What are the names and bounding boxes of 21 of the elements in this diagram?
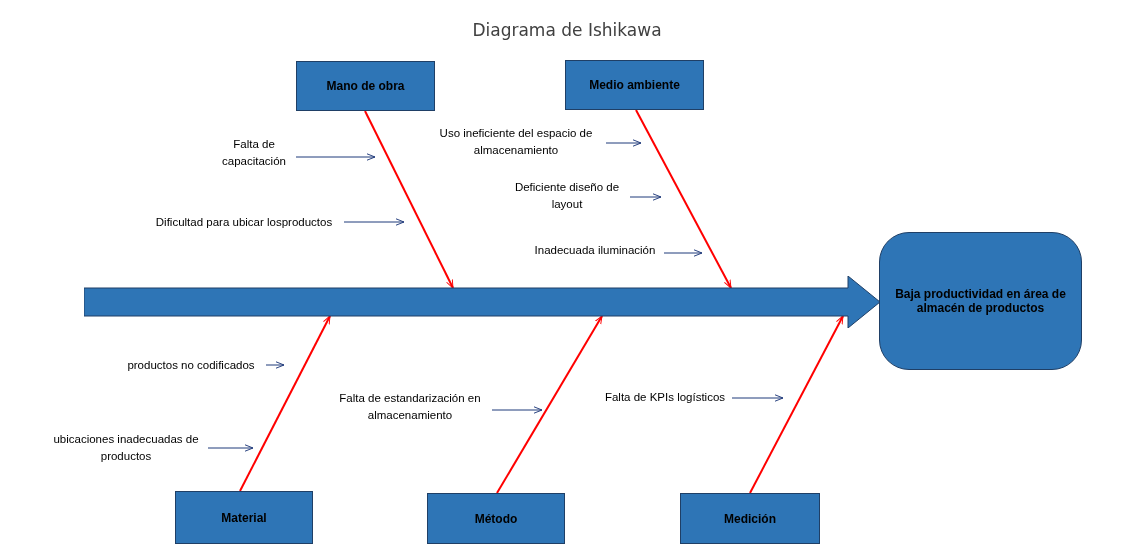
category-box: Material <box>175 491 313 544</box>
category-box: Mano de obra <box>296 61 435 111</box>
cause-text: ubicaciones inadecuadas de productos <box>46 431 206 465</box>
category-box: Medio ambiente <box>565 60 704 110</box>
cause-text: Inadecuada iluminación <box>528 242 662 259</box>
cause-text: Dificultad para ubicar losproductos <box>146 214 342 231</box>
cause-text: Deficiente diseño de layout <box>506 179 628 213</box>
cause-text: Uso ineficiente del espacio de almacenamiento <box>428 125 604 159</box>
cause-text: productos no codificados <box>118 357 264 374</box>
effect-box: Baja productividad en área de almacén de productos <box>879 232 1082 370</box>
bone-arrow <box>749 315 844 494</box>
cause-text: Falta de capacitación <box>214 136 294 170</box>
bone-arrow <box>239 315 331 492</box>
diagram-title: Diagrama de Ishikawa <box>471 20 663 40</box>
bone-arrow <box>496 315 603 494</box>
category-box: Medición <box>680 493 820 544</box>
cause-text: Falta de estandarización en almacenamiento <box>330 390 490 424</box>
bone-arrow <box>364 110 454 289</box>
bone-arrow <box>635 109 732 289</box>
category-box: Método <box>427 493 565 544</box>
cause-text: Falta de KPIs logísticos <box>600 389 730 406</box>
